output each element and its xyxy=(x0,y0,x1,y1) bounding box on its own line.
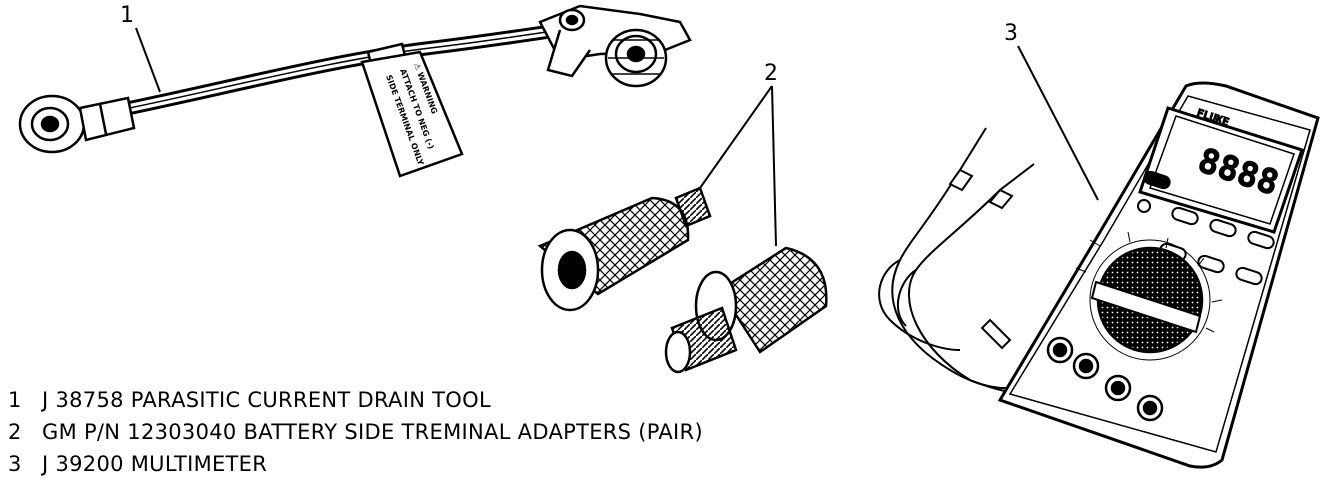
callout-3: 3 xyxy=(1004,21,1018,46)
drain-tool-drawing xyxy=(18,4,692,154)
legend-text: J 38758 PARASITIC CURRENT DRAIN TOOL xyxy=(42,388,491,412)
legend-text: J 39200 MULTIMETER xyxy=(42,452,268,476)
warning-tag: ⚠ WARNING ATTACH TO NEG (-) SIDE TERMINA… xyxy=(360,50,464,178)
legend-number: 1 xyxy=(8,388,22,412)
rotary-dial xyxy=(1075,231,1223,361)
legend-row: 2 GM P/N 12303040 BATTERY SIDE TREMINAL … xyxy=(8,416,703,448)
legend-row: 3 J 39200 MULTIMETER xyxy=(8,448,703,480)
callout-2: 2 xyxy=(764,61,778,86)
callout-leaders xyxy=(135,27,1099,247)
multimeter-drawing: FLUKE 8888 xyxy=(878,81,1320,469)
legend-text: GM P/N 12303040 BATTERY SIDE TREMINAL AD… xyxy=(42,420,703,444)
adapters-drawing xyxy=(537,186,828,374)
legend-row: 1 J 38758 PARASITIC CURRENT DRAIN TOOL xyxy=(8,384,703,416)
input-jacks xyxy=(1046,336,1164,422)
legend-number: 2 xyxy=(8,420,22,444)
parts-legend: 1 J 38758 PARASITIC CURRENT DRAIN TOOL 2… xyxy=(8,384,703,480)
callout-1: 1 xyxy=(120,3,134,28)
legend-number: 3 xyxy=(8,452,22,476)
